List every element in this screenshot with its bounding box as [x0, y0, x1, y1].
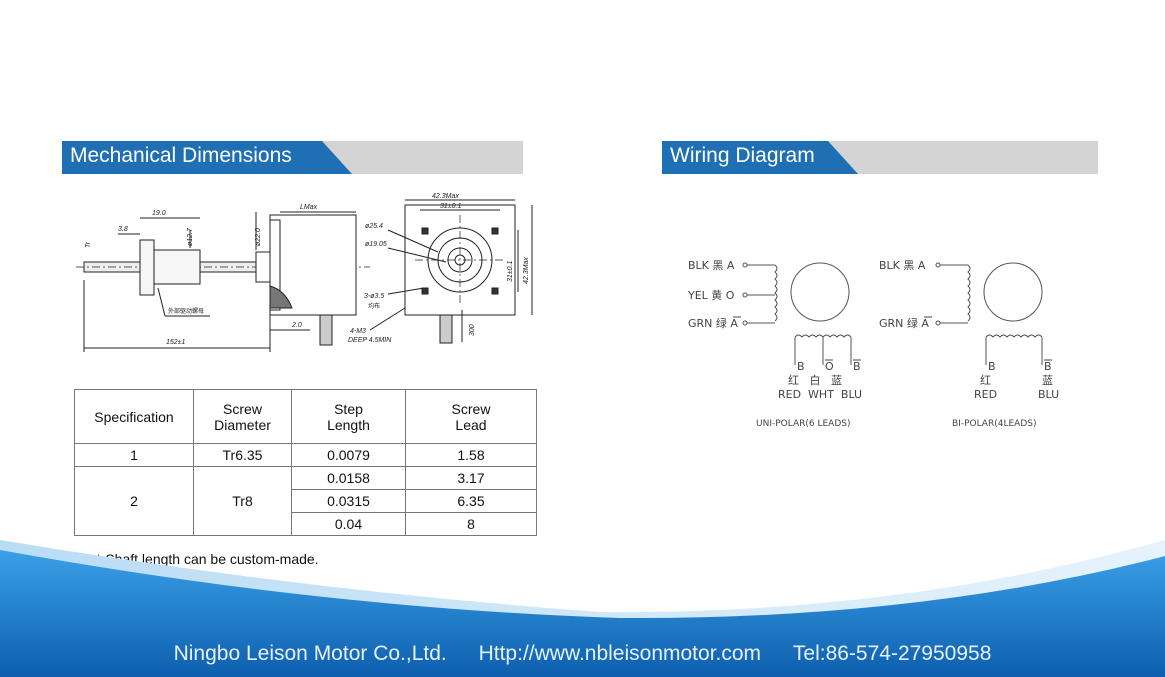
dim-42max: 42.3Max [432, 193, 459, 200]
header-tab [62, 141, 352, 174]
dim-deep: DEEP 4.5MIN [348, 337, 392, 344]
cell-diameter: Tr8 [193, 466, 292, 536]
bi-cn-blu: 蓝 [1042, 374, 1053, 387]
cell-lead: 3.17 [405, 466, 537, 490]
bi-en-red: RED [974, 388, 997, 401]
bi-caption: BI-POLAR(4LEADS) [952, 419, 1036, 429]
dim-31-v: 31±0.1 [507, 261, 514, 282]
uni-b-label: B [797, 360, 805, 373]
cell-lead: 8 [405, 512, 537, 536]
cell-step: 0.0158 [291, 466, 406, 490]
dim-12-7: ø12.7 [187, 227, 194, 246]
dim-25-4: ø25.4 [365, 223, 383, 230]
dim-22: ø22.0 [255, 228, 262, 246]
bi-blk-label: BLK 黑 A [879, 259, 926, 272]
wiring-diagram-header: Wiring Diagram [662, 141, 1098, 174]
table-row: 1 Tr6.35 0.0079 1.58 [74, 443, 537, 467]
wiring-diagram: BLK 黑 A YEL 黄 O GRN 绿 A B O B 红 白 蓝 RED … [687, 259, 1059, 429]
cell-lead: 6.35 [405, 489, 537, 513]
company-name: Ningbo Leison Motor Co.,Ltd. [173, 642, 447, 665]
uni-grn-label: GRN 绿 A [688, 316, 738, 330]
cell-spec: 1 [74, 443, 194, 467]
uni-cn-colors: 红 白 蓝 [788, 373, 842, 387]
table-row: 2 Tr8 0.0158 3.17 [74, 466, 537, 536]
uni-yel-label: YEL 黄 O [687, 288, 735, 302]
section-title: Wiring Diagram [670, 144, 815, 167]
telephone: Tel:86-574-27950958 [792, 642, 992, 665]
table-row: 0.04 8 [75, 512, 537, 536]
mechanical-dimensions-header: Mechanical Dimensions [62, 141, 523, 174]
dim-19-05: ø19.05 [365, 241, 387, 248]
header-specification: Specification [74, 389, 194, 444]
uni-caption: UNI-POLAR(6 LEADS) [756, 419, 850, 429]
dim-lmax: LMax [300, 204, 318, 211]
uni-bbar-label: B [853, 360, 861, 373]
cell-step: 0.0079 [291, 443, 406, 467]
mechanical-drawing: 19.0 3.8 Tr ø12.7 ø22.0 LMax 152±1 2.0 外… [76, 193, 533, 352]
dim-42max-v: 42.3Max [523, 257, 530, 284]
website-url[interactable]: Http://www.nbleisonmotor.com [478, 642, 762, 665]
dim-300: 300 [469, 324, 476, 336]
dim-152: 152±1 [166, 339, 186, 346]
uni-en-colors: RED WHT BLU [778, 388, 862, 401]
header-tab [662, 141, 858, 174]
dim-m3: 4-M3 [350, 328, 366, 335]
shaft-length-note: * Shaft length can be custom-made. [96, 551, 319, 567]
nut-label: 外部驱动螺母 [168, 307, 204, 315]
dim-tr: Tr [85, 241, 92, 248]
dim-3-5: 3-ø3.5 [364, 293, 384, 300]
section-title: Mechanical Dimensions [70, 144, 292, 167]
bi-grn-label: GRN 绿 A [879, 316, 929, 330]
uni-o-label: O [825, 360, 834, 373]
cell-step: 0.04 [291, 512, 406, 536]
uni-blk-label: BLK 黑 A [688, 259, 735, 272]
bi-bbar-label: B [1044, 360, 1052, 373]
cell-spec: 2 [74, 466, 194, 536]
footer-wave [0, 540, 1165, 677]
bi-b-label: B [988, 360, 996, 373]
dim-2-0: 2.0 [291, 322, 302, 329]
bi-en-blu: BLU [1038, 388, 1059, 401]
cell-lead: 1.58 [405, 443, 537, 467]
cell-diameter: Tr6.35 [193, 443, 292, 467]
dim-31: 31±0.1 [440, 203, 461, 210]
cell-step: 0.0315 [291, 489, 406, 513]
bi-cn-red: 红 [980, 374, 991, 387]
footer-contact: Ningbo Leison Motor Co.,Ltd. Http://www.… [0, 642, 1165, 666]
dim-19: 19.0 [152, 210, 166, 217]
dim-3-5-sub: 均布 [368, 302, 380, 310]
dim-3-8: 3.8 [118, 226, 128, 233]
